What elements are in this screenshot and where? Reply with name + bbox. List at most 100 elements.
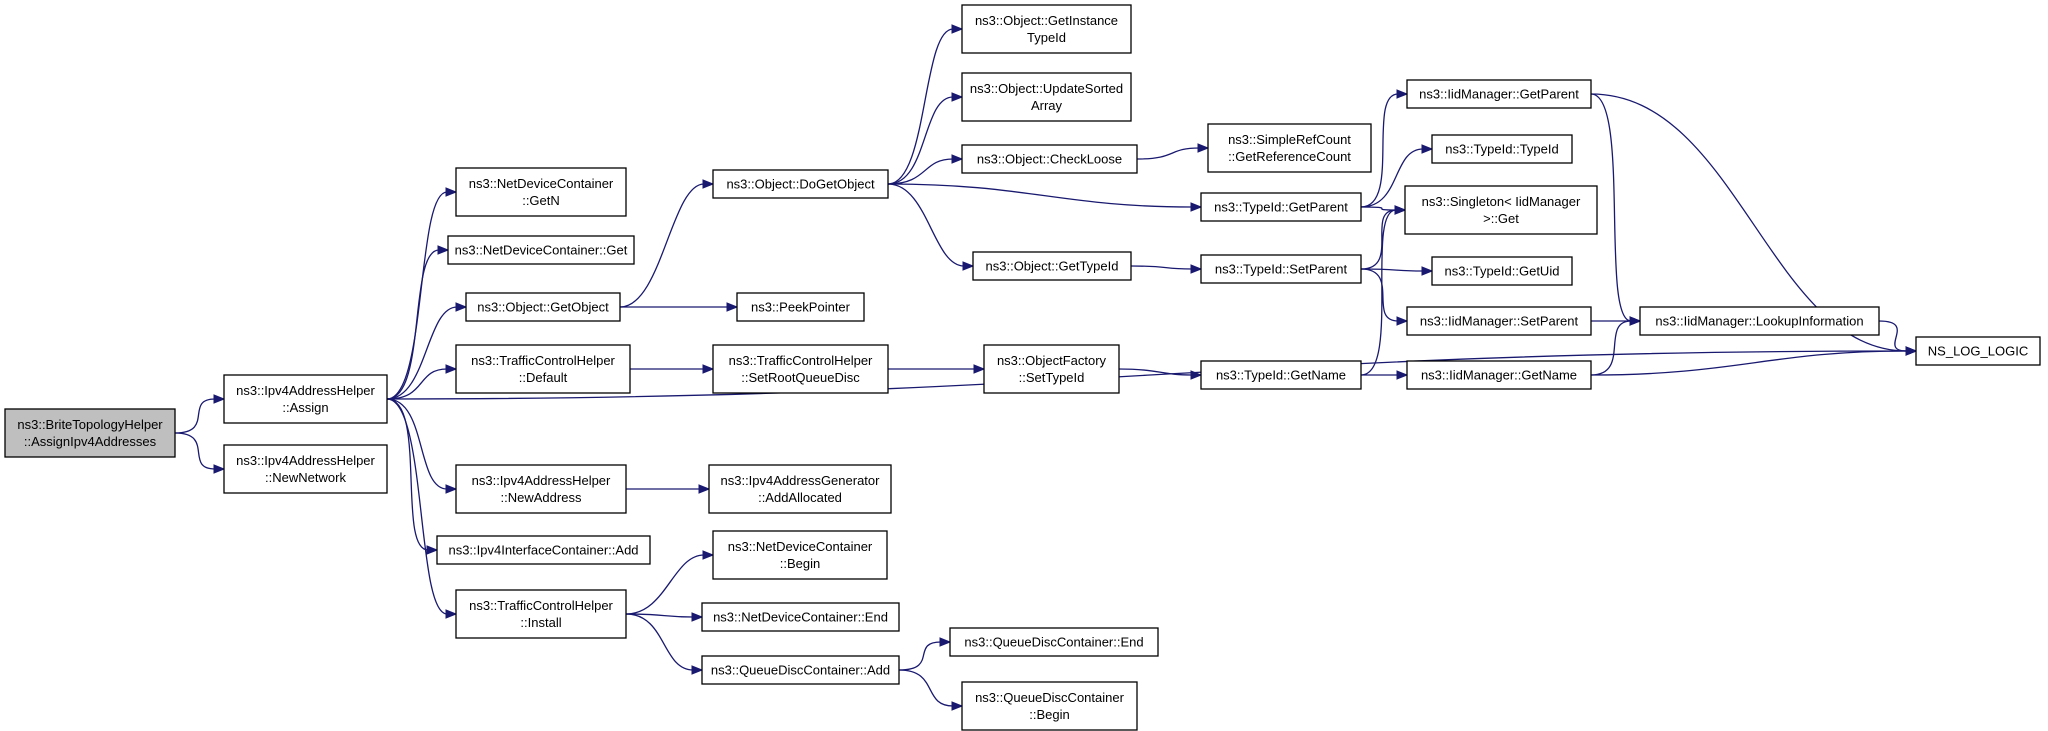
edge-root-to-newnet bbox=[174, 432, 226, 474]
node-tid-typeid[interactable]: ns3::TypeId::TypeId bbox=[1431, 134, 1573, 164]
node-iid-setparent[interactable]: ns3::IidManager::SetParent bbox=[1406, 306, 1592, 336]
call-edges bbox=[174, 24, 1918, 711]
node-label: ns3::ObjectFactory bbox=[997, 353, 1107, 368]
edge-tch-default-to-setrootqd bbox=[630, 364, 715, 374]
node-qdc-add[interactable]: ns3::QueueDiscContainer::Add bbox=[701, 655, 900, 685]
node-label: ns3::NetDeviceContainer::Get bbox=[455, 243, 628, 258]
node-label: ::NewAddress bbox=[501, 490, 582, 505]
node-box bbox=[712, 344, 889, 394]
node-label: ns3::Ipv4AddressGenerator bbox=[721, 473, 881, 488]
node-iid-getname[interactable]: ns3::IidManager::GetName bbox=[1406, 360, 1592, 390]
edge-newaddress-to-addallocated bbox=[626, 484, 711, 494]
edge-assign-to-newaddress bbox=[386, 398, 458, 494]
node-tid-getname[interactable]: ns3::TypeId::GetName bbox=[1200, 360, 1362, 390]
node-box bbox=[1404, 185, 1598, 235]
edge-tch-install-to-qdc-add bbox=[625, 613, 704, 675]
node-label: ns3::Ipv4AddressHelper bbox=[236, 453, 375, 468]
edge-dogetobject-to-checkloose bbox=[887, 154, 964, 185]
node-ndc-end[interactable]: ns3::NetDeviceContainer::End bbox=[701, 602, 900, 632]
node-box bbox=[961, 681, 1138, 731]
node-dogetobject[interactable]: ns3::Object::DoGetObject bbox=[712, 169, 889, 199]
node-label: ns3::TypeId::GetUid bbox=[1445, 264, 1560, 279]
node-tid-setparent[interactable]: ns3::TypeId::SetParent bbox=[1200, 254, 1362, 284]
node-getobject[interactable]: ns3::Object::GetObject bbox=[465, 292, 621, 322]
node-ndc-get[interactable]: ns3::NetDeviceContainer::Get bbox=[447, 235, 635, 265]
node-qdc-begin[interactable]: ns3::QueueDiscContainer::Begin bbox=[961, 681, 1138, 731]
node-newaddress[interactable]: ns3::Ipv4AddressHelper::NewAddress bbox=[455, 464, 627, 514]
node-label: ::Assign bbox=[282, 400, 328, 415]
node-setrootqd[interactable]: ns3::TrafficControlHelper::SetRootQueueD… bbox=[712, 344, 889, 394]
node-box bbox=[465, 292, 621, 322]
node-label: ns3::Ipv4AddressHelper bbox=[472, 473, 611, 488]
node-iid-getparent[interactable]: ns3::IidManager::GetParent bbox=[1406, 79, 1592, 109]
node-ns-log-logic[interactable]: NS_LOG_LOGIC bbox=[1915, 336, 2041, 366]
edge-root-to-assign bbox=[174, 394, 226, 434]
edge-dogetobject-to-tid-getparent bbox=[887, 183, 1203, 212]
node-qdc-end[interactable]: ns3::QueueDiscContainer::End bbox=[949, 627, 1159, 657]
node-box bbox=[708, 464, 892, 514]
node-tid-getparent[interactable]: ns3::TypeId::GetParent bbox=[1200, 192, 1362, 222]
node-label: ::AddAllocated bbox=[758, 490, 842, 505]
node-label: ns3::QueueDiscContainer::End bbox=[964, 635, 1143, 650]
node-box bbox=[1200, 360, 1362, 390]
node-label: ns3::NetDeviceContainer bbox=[469, 176, 614, 191]
edge-iid-getname-to-iid-lookup bbox=[1590, 316, 1642, 376]
node-checkloose[interactable]: ns3::Object::CheckLoose bbox=[961, 144, 1138, 174]
node-label: ::Default bbox=[519, 370, 568, 385]
node-box bbox=[961, 72, 1132, 122]
node-of-settypeid[interactable]: ns3::ObjectFactory::SetTypeId bbox=[983, 344, 1120, 394]
node-iid-lookup[interactable]: ns3::IidManager::LookupInformation bbox=[1639, 306, 1880, 336]
edge-qdc-add-to-qdc-begin bbox=[898, 669, 964, 711]
node-box bbox=[1200, 254, 1362, 284]
node-label: Array bbox=[1031, 98, 1063, 113]
node-box bbox=[4, 408, 176, 458]
node-label: ::NewNetwork bbox=[265, 470, 346, 485]
node-label: ns3::BriteTopologyHelper bbox=[17, 417, 163, 432]
node-box bbox=[1406, 306, 1592, 336]
edge-tid-setparent-to-tid-getuid bbox=[1360, 266, 1434, 276]
node-tch-install[interactable]: ns3::TrafficControlHelper::Install bbox=[455, 589, 627, 639]
node-peekpointer[interactable]: ns3::PeekPointer bbox=[736, 292, 865, 322]
node-ndc-begin[interactable]: ns3::NetDeviceContainer::Begin bbox=[712, 530, 888, 580]
node-tch-default[interactable]: ns3::TrafficControlHelper::Default bbox=[455, 344, 631, 394]
node-box bbox=[223, 444, 388, 494]
node-box bbox=[983, 344, 1120, 394]
node-box bbox=[455, 464, 627, 514]
node-root[interactable]: ns3::BriteTopologyHelper::AssignIpv4Addr… bbox=[4, 408, 176, 458]
node-ndc-getn[interactable]: ns3::NetDeviceContainer::GetN bbox=[455, 167, 627, 217]
node-box bbox=[436, 535, 651, 565]
node-box bbox=[961, 144, 1138, 174]
node-box bbox=[1639, 306, 1880, 336]
node-addallocated[interactable]: ns3::Ipv4AddressGenerator::AddAllocated bbox=[708, 464, 892, 514]
node-label: ns3::Object::UpdateSorted bbox=[970, 81, 1123, 96]
node-label: ns3::IidManager::LookupInformation bbox=[1655, 314, 1863, 329]
node-box bbox=[455, 167, 627, 217]
node-label: ::SetTypeId bbox=[1019, 370, 1085, 385]
node-box bbox=[712, 530, 888, 580]
node-iic-add[interactable]: ns3::Ipv4InterfaceContainer::Add bbox=[436, 535, 651, 565]
edge-of-settypeid-to-tid-getname bbox=[1118, 368, 1203, 380]
edge-tid-getparent-to-tid-typeid bbox=[1360, 144, 1434, 208]
node-label: ns3::TrafficControlHelper bbox=[471, 353, 615, 368]
node-label: ns3::NetDeviceContainer::End bbox=[713, 610, 888, 625]
node-gettypeid[interactable]: ns3::Object::GetTypeId bbox=[972, 251, 1132, 281]
edge-gettypeid-to-tid-setparent bbox=[1130, 264, 1203, 274]
edge-assign-to-tch-default bbox=[386, 364, 458, 400]
node-label: ns3::TypeId::SetParent bbox=[1215, 262, 1348, 277]
edge-tid-setparent-to-iid-setparent bbox=[1360, 268, 1409, 326]
node-singleton-get[interactable]: ns3::Singleton< IidManager >::Get bbox=[1404, 185, 1598, 235]
node-label: ::GetN bbox=[522, 193, 560, 208]
node-box bbox=[1406, 360, 1592, 390]
node-srcgetrefcount[interactable]: ns3::SimpleRefCount::GetReferenceCount bbox=[1207, 123, 1372, 173]
edge-getobject-to-dogetobject bbox=[619, 179, 715, 308]
node-label: ns3::TypeId::GetName bbox=[1216, 368, 1346, 383]
node-assign[interactable]: ns3::Ipv4AddressHelper::Assign bbox=[223, 374, 388, 424]
node-box bbox=[1200, 192, 1362, 222]
node-box bbox=[447, 235, 635, 265]
node-label: ::Begin bbox=[1029, 707, 1069, 722]
node-newnet[interactable]: ns3::Ipv4AddressHelper::NewNetwork bbox=[223, 444, 388, 494]
node-box bbox=[455, 344, 631, 394]
node-tid-getuid[interactable]: ns3::TypeId::GetUid bbox=[1431, 256, 1573, 286]
